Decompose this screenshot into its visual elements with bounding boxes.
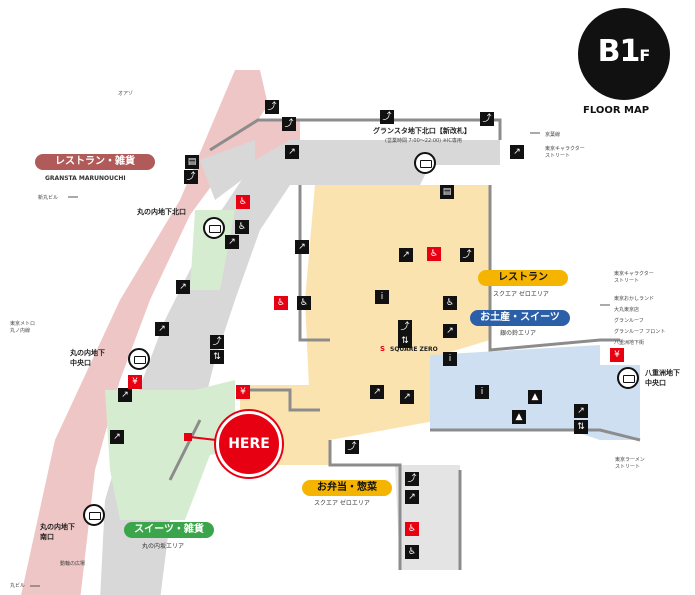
yellow-area	[305, 185, 490, 440]
escalator-icon: ↗	[405, 490, 419, 504]
stairs-icon: ⤴	[345, 440, 359, 454]
gate-gransta-north-hours: (営業時間 7:00～22:00) ※IC専用	[385, 138, 462, 144]
escalator-icon: ↗	[155, 322, 169, 336]
info-icon: ▲	[528, 390, 542, 404]
gate-icon-marunouchi-south	[83, 504, 105, 526]
wheelchair-icon: ♿	[297, 296, 311, 310]
stairs-icon: ⤴	[460, 248, 474, 262]
elevator-icon: ⇅	[398, 334, 412, 348]
dir-maru-building: 丸ビル	[10, 583, 26, 589]
dir-right-top: 東京キャラクター ストリート	[614, 271, 654, 284]
gate-marunouchi-central-label: 丸の内地下 中央口	[70, 349, 105, 367]
wheelchair-icon: ♿	[235, 220, 249, 234]
escalator-icon: ↗	[510, 145, 524, 159]
floor-suffix: F	[639, 46, 651, 65]
area-sweets-goods: スイーツ・雑貨	[124, 522, 214, 538]
you-are-here-marker: HERE	[216, 411, 282, 477]
restroom-icon: ♿	[405, 522, 419, 536]
here-marker	[184, 433, 192, 441]
stairs-icon: ⤴	[210, 335, 224, 349]
wheelchair-icon: ♿	[443, 296, 457, 310]
escalator-icon: ↗	[574, 404, 588, 418]
dir-hiroba: 動輪の広場	[60, 561, 86, 567]
stairs-icon: ⤴	[184, 170, 198, 184]
dir-shin-maru: 新丸ビル	[38, 195, 59, 201]
square-zero-logo: S	[380, 345, 386, 353]
area-restaurant-sub: スクエア ゼロエリア	[493, 291, 549, 298]
info-icon: i	[475, 385, 489, 399]
area-souvenir: お土産・スイーツ	[470, 310, 570, 326]
escalator-icon: ↗	[370, 385, 384, 399]
green-area	[105, 380, 235, 520]
coin-locker-icon: ▤	[440, 185, 454, 199]
dir-oazo: オアゾ	[118, 91, 134, 97]
escalator-icon: ↗	[110, 430, 124, 444]
gate-icon-marunouchi-central	[128, 348, 150, 370]
escalator-icon: ↗	[285, 145, 299, 159]
gate-icon-marunouchi-north	[203, 217, 225, 239]
gate-marunouchi-north-label: 丸の内地下北口	[137, 208, 186, 216]
dir-right-2: 大丸東京店	[614, 307, 640, 313]
gate-marunouchi-south-label: 丸の内地下 南口	[40, 523, 75, 541]
area-sweets-goods-sub: 丸の内坂エリア	[142, 543, 185, 550]
stairs-icon: ⤴	[265, 100, 279, 114]
area-bento-sub: スクエア ゼロエリア	[314, 500, 370, 507]
stairs-icon: ⤴	[480, 112, 494, 126]
escalator-icon: ↗	[400, 390, 414, 404]
atm-icon: ¥	[128, 375, 142, 389]
restroom-icon: ♿	[427, 247, 441, 261]
atm-icon: ¥	[236, 385, 250, 399]
escalator-icon: ↗	[443, 324, 457, 338]
floor-level: B1	[597, 34, 641, 69]
escalator-icon: ↗	[399, 248, 413, 262]
dir-right-5: 八重洲地下街	[614, 340, 645, 346]
gate-yaesu-central-label: 八重洲地下 中央口	[645, 369, 680, 387]
escalator-icon: ↗	[225, 235, 239, 249]
info-icon: i	[375, 290, 389, 304]
dir-ramen: 東京ラーメン ストリート	[615, 457, 645, 470]
elevator-icon: ⇅	[210, 350, 224, 364]
area-bento: お弁当・惣菜	[302, 480, 392, 496]
elevator-icon: ▲	[512, 410, 526, 424]
dir-tokyo-character: 東京キャラクター ストリート	[545, 146, 585, 159]
gate-icon-gransta-north	[414, 152, 436, 174]
info-icon: i	[443, 352, 457, 366]
stairs-icon: ⤴	[405, 472, 419, 486]
gate-icon-yaesu-central	[617, 367, 639, 389]
dir-right-4: グランルーフ フロント	[614, 329, 666, 335]
escalator-icon: ↗	[295, 240, 309, 254]
dir-right-3: グランルーフ	[614, 318, 644, 324]
floor-map-title: FLOOR MAP	[583, 105, 650, 116]
gate-gransta-north-label: グランスタ地下北口【新改札】	[373, 127, 471, 135]
pink-area	[21, 70, 268, 595]
coin-locker-icon: ▤	[185, 155, 199, 169]
stairs-icon: ⤴	[282, 117, 296, 131]
area-restaurant-goods: レストラン・雑貨	[35, 154, 155, 170]
wheelchair-icon: ♿	[405, 545, 419, 559]
restroom-icon: ♿	[274, 296, 288, 310]
dir-metro: 東京メトロ 丸ノ内線	[10, 321, 36, 334]
area-restaurant: レストラン	[478, 270, 568, 286]
escalator-icon: ↗	[118, 388, 132, 402]
stairs-icon: ⤴	[380, 110, 394, 124]
stairs-icon: ⤴	[398, 320, 412, 334]
floor-badge: B1F	[578, 8, 670, 100]
corridor-gransta	[200, 140, 255, 200]
dir-right-1: 東京おかしランド	[614, 296, 655, 302]
escalator-icon: ↗	[176, 280, 190, 294]
square-zero-label: SQUARE ZERO	[390, 346, 438, 353]
area-restaurant-goods-sub: GRANSTA MARUNOUCHI	[45, 175, 126, 182]
elevator-icon: ⇅	[574, 420, 588, 434]
area-souvenir-sub: 銀の鈴エリア	[500, 330, 537, 337]
atm-icon: ¥	[610, 348, 624, 362]
here-pointer-line	[189, 436, 217, 441]
restroom-icon: ♿	[236, 195, 250, 209]
dir-keiyo: 京葉線	[545, 132, 561, 138]
